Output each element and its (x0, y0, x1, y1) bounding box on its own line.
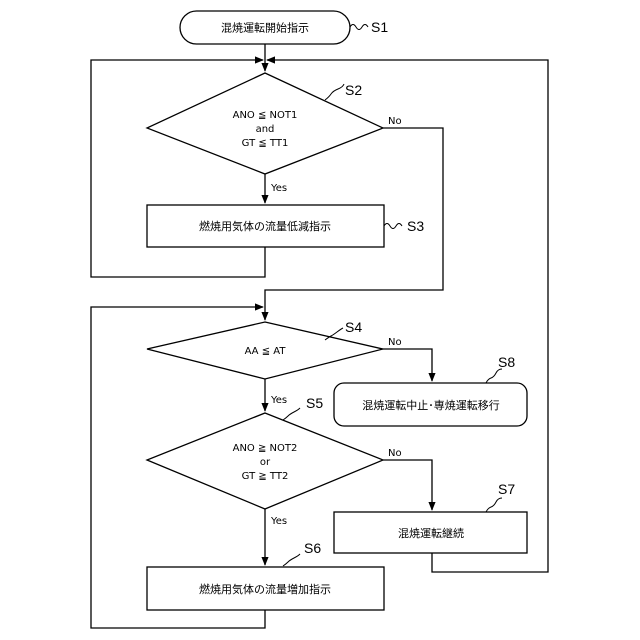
s5-condition-line3: GT ≧ TT2 (242, 471, 289, 482)
s8-label: S8 (498, 354, 515, 370)
s2-condition-line3: GT ≦ TT1 (242, 138, 289, 149)
s2-label: S2 (345, 82, 362, 98)
connector-s5-no (383, 460, 432, 510)
s3-leader (384, 224, 402, 229)
s5-yes-label: Yes (270, 516, 287, 527)
s4-condition: AA ≦ AT (245, 346, 287, 357)
s4-yes-label: Yes (270, 395, 287, 406)
s1-text: 混焼運転開始指示 (221, 21, 309, 35)
s3-label: S3 (407, 218, 424, 234)
step-s2: ANO ≦ NOT1 and GT ≦ TT1 S2 Yes No (147, 73, 402, 194)
s6-label: S6 (304, 540, 321, 556)
s5-condition-line2: or (260, 457, 271, 468)
s7-leader (486, 498, 502, 512)
s7-text: 混焼運転継続 (398, 526, 464, 540)
s2-yes-label: Yes (270, 183, 287, 194)
connector-s4-no (383, 349, 432, 381)
s2-condition-line2: and (256, 124, 275, 135)
s4-no-label: No (388, 337, 402, 348)
s5-no-label: No (388, 448, 402, 459)
s7-label: S7 (498, 481, 515, 497)
s8-leader (486, 369, 502, 383)
s6-text: 燃焼用気体の流量増加指示 (199, 582, 331, 596)
step-s8: 混焼運転中止･専焼運転移行 S8 (334, 354, 527, 426)
s4-label: S4 (345, 319, 362, 335)
s6-leader (283, 554, 300, 566)
s1-label: S1 (371, 19, 388, 35)
s2-leader (325, 84, 344, 100)
s5-condition-line1: ANO ≧ NOT2 (233, 443, 298, 454)
s3-text: 燃焼用気体の流量低減指示 (199, 219, 331, 233)
s1-leader (350, 25, 368, 30)
step-s3: 燃焼用気体の流量低減指示 S3 (147, 205, 424, 247)
step-s7: 混焼運転継続 S7 (334, 481, 527, 553)
s5-leader (283, 408, 300, 420)
step-s1: 混焼運転開始指示 S1 (180, 11, 388, 44)
s2-condition-line1: ANO ≦ NOT1 (233, 110, 298, 121)
s2-no-label: No (388, 116, 402, 127)
s8-text: 混焼運転中止･専焼運転移行 (362, 399, 500, 412)
s5-label: S5 (306, 395, 323, 411)
